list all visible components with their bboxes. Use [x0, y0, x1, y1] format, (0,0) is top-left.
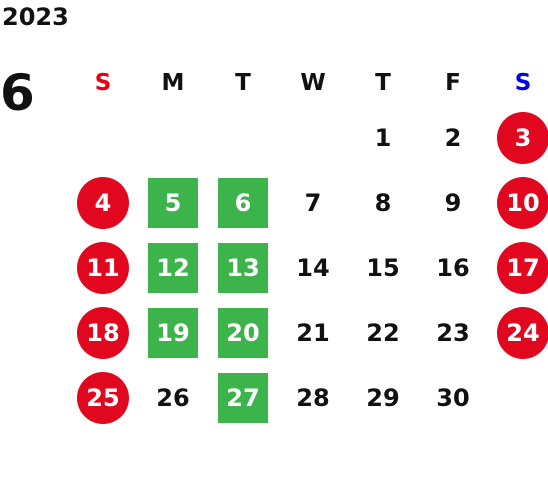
day-number: 23: [436, 318, 470, 347]
day-cell[interactable]: 19: [138, 300, 208, 365]
day-number: 26: [156, 383, 190, 412]
day-number: 15: [366, 253, 400, 282]
day-cell[interactable]: 30: [418, 365, 488, 430]
day-cell[interactable]: 1: [348, 105, 418, 170]
day-number: 6: [218, 177, 268, 228]
day-cell: [138, 105, 208, 170]
day-number: 4: [77, 176, 129, 229]
weekday-header-row: S M T W T F S: [68, 60, 548, 105]
weekday-friday: F: [445, 69, 461, 96]
day-number: 11: [77, 241, 129, 294]
day-cell[interactable]: 15: [348, 235, 418, 300]
day-number: 16: [436, 253, 470, 282]
day-cell[interactable]: 29: [348, 365, 418, 430]
day-number: 17: [497, 241, 548, 294]
day-number: 12: [148, 242, 198, 293]
day-number: 30: [436, 383, 470, 412]
day-number: 13: [218, 242, 268, 293]
weekday-tuesday: T: [235, 69, 251, 96]
day-number: 19: [148, 307, 198, 358]
day-cell[interactable]: 25: [68, 365, 138, 430]
day-number: 1: [374, 123, 392, 152]
day-number: 8: [374, 188, 392, 217]
day-number: 24: [497, 306, 548, 359]
day-number: 3: [497, 111, 548, 164]
weekday-monday: M: [161, 69, 185, 96]
day-cell: [208, 105, 278, 170]
day-cell[interactable]: 4: [68, 170, 138, 235]
day-number: 9: [444, 188, 462, 217]
day-cell[interactable]: 17: [488, 235, 548, 300]
day-cell[interactable]: 18: [68, 300, 138, 365]
weekday-sunday: S: [94, 69, 112, 96]
day-cell[interactable]: 21: [278, 300, 348, 365]
calendar-week-row: 1 2 3: [68, 105, 548, 170]
day-number: [147, 112, 199, 164]
calendar-week-row: 25 26 27 28 29 30: [68, 365, 548, 430]
day-cell[interactable]: 23: [418, 300, 488, 365]
day-number: 14: [296, 253, 330, 282]
weekday-thursday: T: [375, 69, 391, 96]
day-cell[interactable]: 14: [278, 235, 348, 300]
day-number: 21: [296, 318, 330, 347]
day-cell[interactable]: 24: [488, 300, 548, 365]
day-cell[interactable]: 26: [138, 365, 208, 430]
day-cell[interactable]: 9: [418, 170, 488, 235]
day-number: 5: [148, 177, 198, 228]
day-number: 7: [304, 188, 322, 217]
day-cell[interactable]: 22: [348, 300, 418, 365]
day-number: 28: [296, 383, 330, 412]
weekday-wednesday: W: [300, 69, 326, 96]
day-cell[interactable]: 13: [208, 235, 278, 300]
day-cell[interactable]: 20: [208, 300, 278, 365]
day-number: 22: [366, 318, 400, 347]
weekday-saturday: S: [514, 69, 532, 96]
calendar-week-row: 18 19 20 21 22 23 24: [68, 300, 548, 365]
calendar-week-row: 4 5 6 7 8 9 10: [68, 170, 548, 235]
day-cell[interactable]: 12: [138, 235, 208, 300]
day-number: [77, 112, 129, 164]
year-label: 2023: [2, 3, 69, 31]
day-cell[interactable]: 10: [488, 170, 548, 235]
day-number: 27: [218, 372, 268, 423]
day-number: 18: [77, 306, 129, 359]
calendar-week-row: 11 12 13 14 15 16 17: [68, 235, 548, 300]
day-number: 2: [444, 123, 462, 152]
day-cell[interactable]: 7: [278, 170, 348, 235]
day-number: 10: [497, 176, 548, 229]
calendar-grid: S M T W T F S 1 2 3 4 5 6 7 8 9 10 11 12…: [68, 60, 548, 430]
day-cell[interactable]: 28: [278, 365, 348, 430]
day-number: 20: [218, 307, 268, 358]
day-cell: [278, 105, 348, 170]
day-cell[interactable]: 16: [418, 235, 488, 300]
day-cell[interactable]: 27: [208, 365, 278, 430]
day-cell[interactable]: 2: [418, 105, 488, 170]
month-number: 6: [0, 64, 35, 122]
day-cell[interactable]: 5: [138, 170, 208, 235]
day-number: [497, 372, 548, 424]
day-cell[interactable]: 11: [68, 235, 138, 300]
day-number: [217, 112, 269, 164]
day-number: [287, 112, 339, 164]
day-number: 25: [77, 371, 129, 424]
day-cell[interactable]: 3: [488, 105, 548, 170]
day-cell: [68, 105, 138, 170]
day-cell[interactable]: 8: [348, 170, 418, 235]
day-cell: [488, 365, 548, 430]
day-cell[interactable]: 6: [208, 170, 278, 235]
day-number: 29: [366, 383, 400, 412]
